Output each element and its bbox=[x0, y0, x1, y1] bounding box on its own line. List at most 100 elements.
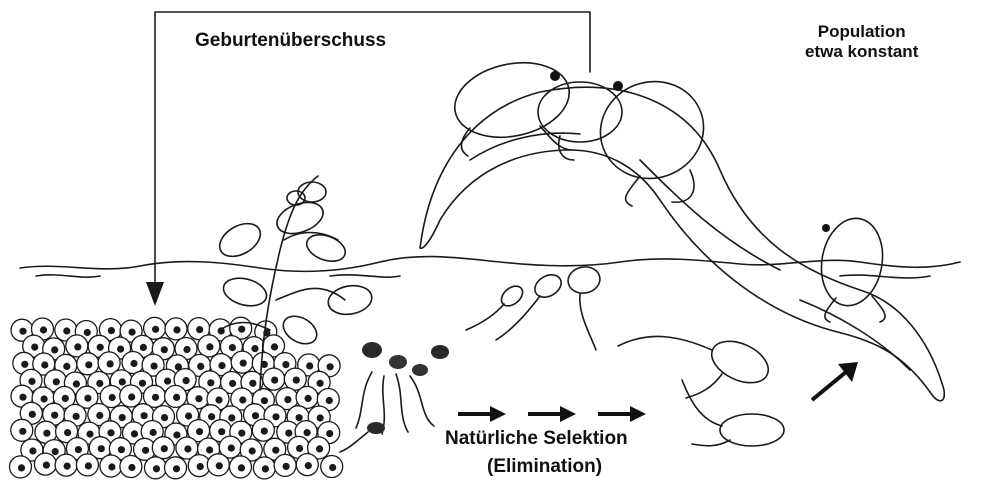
egg-yolk bbox=[96, 412, 103, 419]
egg-yolk bbox=[21, 361, 28, 368]
egg-yolk bbox=[153, 465, 160, 472]
natural-selection-label: Natürliche Selektion bbox=[445, 428, 628, 451]
egg-yolk bbox=[29, 447, 36, 454]
egg-yolk bbox=[73, 380, 80, 387]
egg-yolk bbox=[128, 393, 135, 400]
egg-yolk bbox=[208, 413, 215, 420]
egg-yolk bbox=[84, 395, 91, 402]
egg-yolk bbox=[329, 464, 336, 471]
egg-yolk bbox=[196, 428, 203, 435]
egg-yolk bbox=[271, 343, 278, 350]
egg-yolk bbox=[261, 397, 268, 404]
egg-yolk bbox=[119, 414, 126, 421]
egg-yolk bbox=[306, 362, 313, 369]
egg-yolk bbox=[152, 326, 159, 333]
egg-yolk bbox=[128, 464, 135, 471]
egg-yolk bbox=[238, 464, 245, 471]
egg-yolk bbox=[196, 326, 203, 333]
egg-yolk bbox=[161, 414, 168, 421]
egg-yolk bbox=[84, 329, 91, 336]
population-label: Population etwa konstant bbox=[805, 22, 918, 63]
egg-yolk bbox=[305, 395, 312, 402]
growth-arrow-icon bbox=[812, 362, 858, 400]
egg-yolk bbox=[207, 379, 214, 386]
egg-yolk bbox=[218, 362, 225, 369]
egg-yolk bbox=[139, 380, 146, 387]
egg-yolk bbox=[107, 429, 114, 436]
egg-yolk bbox=[184, 445, 191, 452]
egg-yolk bbox=[151, 363, 158, 370]
egg-yolk bbox=[326, 430, 333, 437]
egg-yolk bbox=[40, 326, 47, 333]
egg-yolk bbox=[131, 430, 138, 437]
egg-yolk bbox=[108, 463, 115, 470]
egg-yolk bbox=[218, 428, 225, 435]
tadpole-stage-1 bbox=[466, 264, 602, 350]
egg-yolk bbox=[19, 428, 26, 435]
selection-arrows bbox=[458, 362, 858, 422]
egg-yolk bbox=[51, 346, 58, 353]
egg-yolk bbox=[75, 446, 82, 453]
egg-yolk bbox=[161, 346, 168, 353]
egg-yolk bbox=[173, 326, 180, 333]
egg-yolk bbox=[41, 395, 48, 402]
egg-yolk bbox=[63, 363, 70, 370]
egg-yolk bbox=[29, 411, 36, 418]
egg-yolk bbox=[272, 447, 279, 454]
egg-yolk bbox=[152, 394, 159, 401]
egg-yolk bbox=[238, 430, 245, 437]
egg-yolk bbox=[262, 465, 269, 472]
egg-yolk bbox=[142, 447, 149, 454]
egg-yolk bbox=[19, 394, 26, 401]
water-surface-ripple bbox=[36, 275, 930, 278]
egg-yolk bbox=[161, 445, 168, 452]
selection-arrow-1-icon bbox=[458, 406, 506, 422]
egg-yolk bbox=[229, 344, 236, 351]
egg-yolk bbox=[129, 329, 136, 336]
egg-yolk bbox=[197, 363, 204, 370]
egg-yolk bbox=[141, 412, 148, 419]
frog-spawn-egg-mass bbox=[10, 317, 343, 479]
egg-yolk bbox=[108, 327, 115, 334]
egg-yolk bbox=[64, 429, 71, 436]
egg-yolk bbox=[31, 344, 38, 351]
egg-yolk bbox=[249, 447, 256, 454]
egg-yolk bbox=[228, 414, 235, 421]
population-label-line-2: etwa konstant bbox=[805, 42, 918, 62]
egg-yolk bbox=[261, 428, 268, 435]
water-surface bbox=[20, 257, 960, 272]
egg-yolk bbox=[53, 378, 60, 385]
egg-yolk bbox=[238, 326, 245, 333]
egg-yolk bbox=[215, 396, 222, 403]
egg-yolk bbox=[19, 328, 26, 335]
egg-yolk bbox=[304, 429, 311, 436]
egg-yolk bbox=[272, 413, 279, 420]
tadpole-froglet bbox=[682, 380, 784, 446]
egg-yolk bbox=[109, 394, 116, 401]
egg-yolk bbox=[185, 412, 192, 419]
small-tadpole bbox=[340, 422, 385, 452]
population-label-line-1: Population bbox=[805, 22, 918, 42]
young-frog-on-log bbox=[815, 213, 889, 322]
log-branch bbox=[420, 87, 944, 401]
egg-yolk bbox=[316, 445, 323, 452]
egg-yolk bbox=[240, 360, 247, 367]
egg-yolk bbox=[228, 445, 235, 452]
egg-yolk bbox=[296, 414, 303, 421]
egg-yolk bbox=[317, 380, 324, 387]
egg-yolk bbox=[284, 396, 291, 403]
selection-arrow-3-icon bbox=[598, 406, 646, 422]
selection-arrow-2-icon bbox=[528, 406, 576, 422]
egg-yolk bbox=[74, 343, 81, 350]
egg-yolk bbox=[86, 431, 93, 438]
egg-yolk bbox=[43, 430, 50, 437]
egg-yolk bbox=[62, 395, 69, 402]
egg-yolk bbox=[43, 462, 50, 469]
egg-yolk bbox=[252, 412, 259, 419]
egg-yolk bbox=[96, 380, 103, 387]
egg-yolk bbox=[107, 360, 114, 367]
egg-yolk bbox=[296, 445, 303, 452]
egg-yolk bbox=[98, 445, 105, 452]
egg-yolk bbox=[150, 429, 157, 436]
